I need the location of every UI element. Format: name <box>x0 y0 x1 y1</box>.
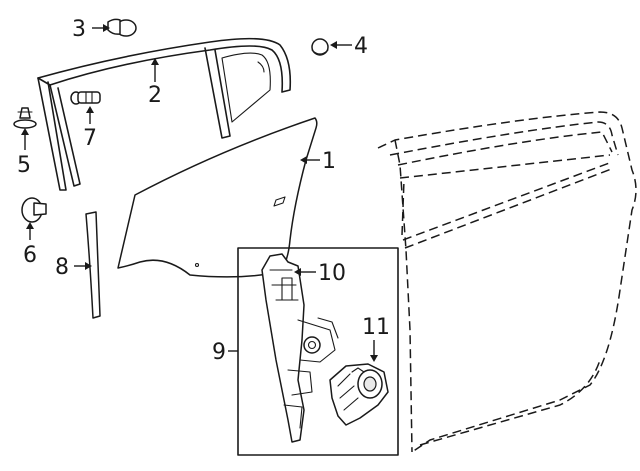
callout-1: 1 <box>322 149 336 174</box>
part-5-push-pin <box>13 107 37 129</box>
part-1-door-glass <box>117 117 318 278</box>
callout-9: 9 <box>212 340 226 365</box>
callout-4: 4 <box>354 34 368 59</box>
part-7-stud <box>70 91 101 105</box>
callout-6: 6 <box>23 243 37 268</box>
callout-2: 2 <box>148 83 162 108</box>
callout-11: 11 <box>362 315 390 340</box>
callout-7: 7 <box>83 126 97 151</box>
callout-8: 8 <box>55 255 69 280</box>
door-shell-outline <box>377 111 637 453</box>
part-11-motor <box>329 363 389 426</box>
leader-lines <box>21 24 378 362</box>
part-4-grommet <box>311 38 329 56</box>
callout-10: 10 <box>318 261 346 286</box>
part-3-clip <box>107 18 137 37</box>
callout-5: 5 <box>17 153 31 178</box>
part-8-run-channel <box>85 211 101 319</box>
callout-labels: 1 2 3 4 5 6 7 8 9 10 11 <box>17 17 390 365</box>
part-2-window-frame <box>37 37 292 191</box>
callout-3: 3 <box>72 17 86 42</box>
part-6-clip <box>21 197 47 223</box>
part-10-window-regulator <box>261 253 339 443</box>
